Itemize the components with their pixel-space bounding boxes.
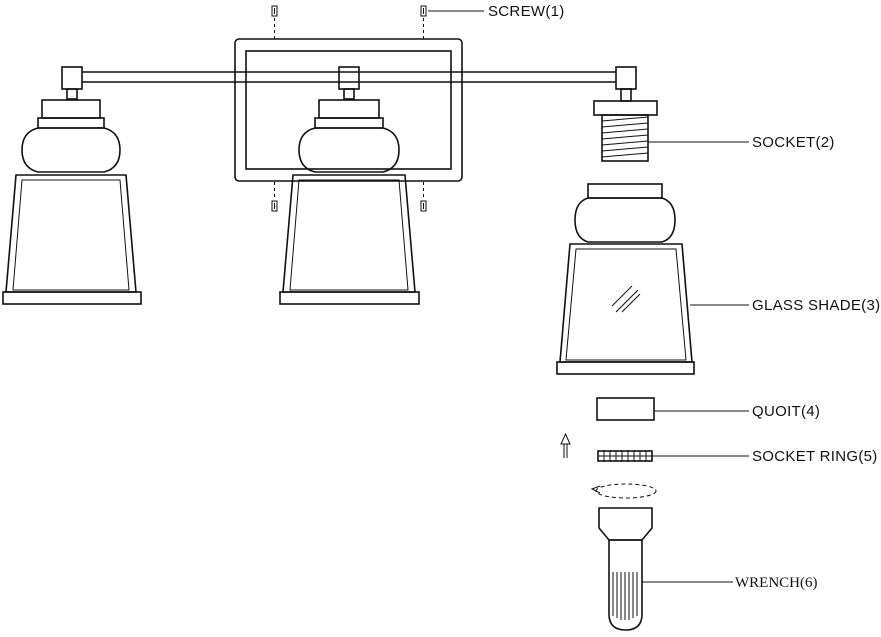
label-socket: SOCKET(2) xyxy=(752,134,835,151)
label-screw: SCREW(1) xyxy=(488,3,565,20)
lamp-left xyxy=(2,66,142,305)
bottom-screws xyxy=(271,182,427,212)
screw-bottom-right xyxy=(420,182,427,212)
up-arrow-icon xyxy=(560,432,571,458)
screw-top-left xyxy=(271,5,278,40)
lamp-middle xyxy=(279,66,420,305)
leader-lines xyxy=(428,10,749,583)
label-glass-shade: GLASS SHADE(3) xyxy=(752,297,880,314)
socket-ring-part xyxy=(597,450,653,462)
label-wrench: WRENCH(6) xyxy=(735,575,818,591)
top-screws xyxy=(271,5,427,40)
screw-bottom-left xyxy=(271,182,278,212)
wrench-part xyxy=(598,507,653,631)
label-socket-ring: SOCKET RING(5) xyxy=(752,448,878,465)
backplate xyxy=(234,38,463,182)
glass-shade-part xyxy=(556,183,695,375)
label-quoit: QUOIT(4) xyxy=(752,403,820,420)
lamp-right-exploded xyxy=(556,66,695,631)
bar-arm xyxy=(82,71,616,83)
quoit-part xyxy=(596,397,655,421)
socket-part xyxy=(593,100,658,162)
rotate-arrow-icon xyxy=(590,483,657,499)
screw-top-right xyxy=(420,5,427,40)
